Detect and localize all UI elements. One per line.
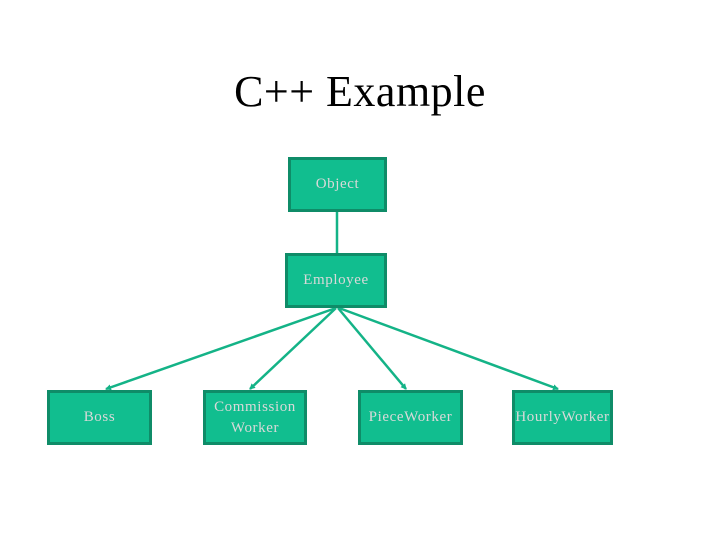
edge-employee-hourly <box>338 306 559 391</box>
class-node-boss: Boss <box>47 390 152 445</box>
class-node-object: Object <box>288 157 387 212</box>
class-node-hourly-worker: HourlyWorker <box>512 390 613 445</box>
edge-employee-boss <box>105 306 337 391</box>
class-node-commission-worker: Commission Worker <box>203 390 307 445</box>
class-node-employee: Employee <box>285 253 387 308</box>
edge-employee-commission <box>249 307 337 390</box>
edge-employee-piece <box>337 307 407 390</box>
class-node-piece-worker: PieceWorker <box>358 390 463 445</box>
slide-title: C++ Example <box>234 67 486 116</box>
